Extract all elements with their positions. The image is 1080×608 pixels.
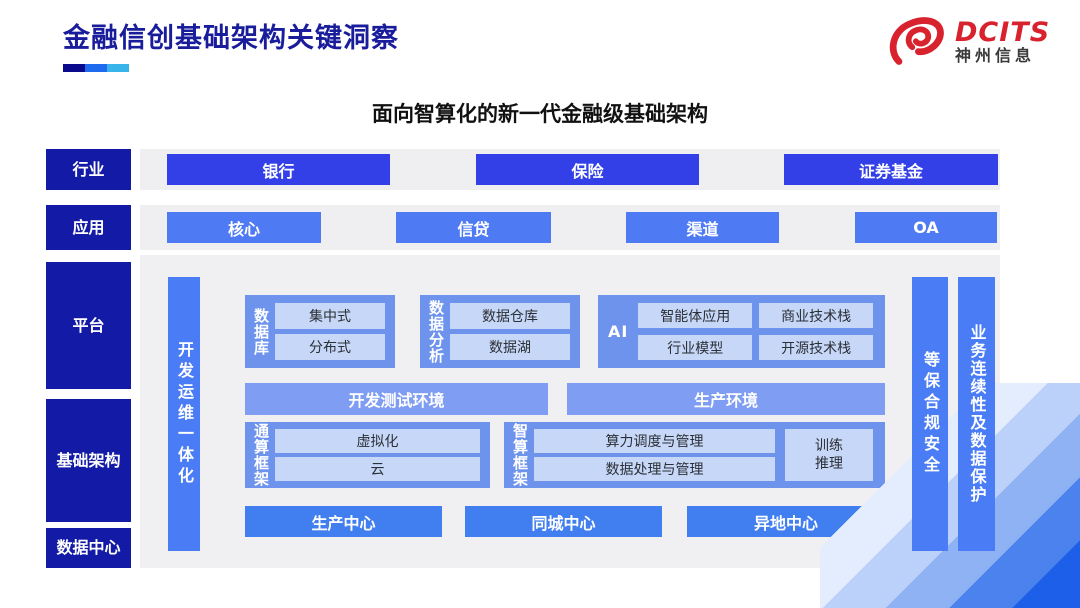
database-section: 数据库 集中式 分布式 xyxy=(245,295,395,368)
chip-warehouse: 数据仓库 xyxy=(450,303,570,330)
chip-industry-models: 行业模型 xyxy=(638,335,753,360)
chip-data-management: 数据处理与管理 xyxy=(534,456,775,481)
sidebar-item-infrastructure: 基础架构 xyxy=(46,399,131,522)
app-channel: 渠道 xyxy=(626,212,779,243)
general-computing-section: 通算框架 虚拟化 云 xyxy=(245,422,490,488)
underline-segment xyxy=(107,64,129,72)
title-underline xyxy=(63,64,129,72)
training-line: 训练 xyxy=(815,437,843,454)
industry-securities: 证券基金 xyxy=(784,154,998,185)
app-oa: OA xyxy=(855,212,997,243)
logo-brand: DCITS xyxy=(955,17,1051,49)
sidebar-item-application: 应用 xyxy=(46,205,131,250)
analytics-section: 数据分析 数据仓库 数据湖 xyxy=(420,295,580,368)
app-core: 核心 xyxy=(167,212,321,243)
remote-center: 异地中心 xyxy=(687,506,885,537)
chip-distributed: 分布式 xyxy=(275,333,385,360)
sidebar-item-industry: 行业 xyxy=(46,149,131,190)
business-continuity-bar: 业务连续性及数据保护 xyxy=(958,277,995,551)
samecity-center: 同城中心 xyxy=(465,506,662,537)
industry-bank: 银行 xyxy=(167,154,390,185)
production-environment: 生产环境 xyxy=(567,383,885,415)
underline-segment xyxy=(85,64,107,72)
production-center: 生产中心 xyxy=(245,506,442,537)
logo-text: DCITS 神州信息 xyxy=(955,19,1050,64)
dcits-logo: DCITS 神州信息 xyxy=(888,16,1050,68)
analytics-items: 数据仓库 数据湖 xyxy=(446,295,580,368)
inference-line: 推理 xyxy=(815,456,843,472)
chip-compute-scheduling: 算力调度与管理 xyxy=(534,429,775,454)
chip-centralized: 集中式 xyxy=(275,303,385,330)
chip-opensource-stack: 开源技术栈 xyxy=(759,335,873,360)
industry-insurance: 保险 xyxy=(476,154,699,185)
chip-commercial-stack: 商业技术栈 xyxy=(759,303,873,328)
database-items: 集中式 分布式 xyxy=(271,295,395,368)
ai-section: AI 智能体应用 商业技术栈 行业模型 开源技术栈 xyxy=(598,295,885,368)
chip-virtualization: 虚拟化 xyxy=(275,429,480,454)
platform-panel: 开发运维一体化 数据库 集中式 分布式 数据分析 数据仓库 数据湖 AI 智能体… xyxy=(140,255,1000,568)
devops-bar: 开发运维一体化 xyxy=(168,277,200,551)
logo-company: 神州信息 xyxy=(955,45,1036,65)
dev-test-environment: 开发测试环境 xyxy=(245,383,548,415)
ai-items: 智能体应用 商业技术栈 行业模型 开源技术栈 xyxy=(638,303,873,360)
security-compliance-bar: 等保合规安全 xyxy=(912,277,948,551)
intelligent-computing-section: 智算框架 算力调度与管理 数据处理与管理 训练 推理 xyxy=(504,422,885,488)
chip-agent-apps: 智能体应用 xyxy=(638,303,753,328)
intelligent-computing-items: 算力调度与管理 数据处理与管理 xyxy=(530,422,785,488)
general-computing-label: 通算框架 xyxy=(252,423,270,487)
logo-swirl-icon xyxy=(889,17,944,65)
intelligent-computing-label: 智算框架 xyxy=(511,423,529,487)
page-title: 金融信创基础架构关键洞察 xyxy=(63,23,399,54)
underline-segment xyxy=(63,64,85,72)
ai-label: AI xyxy=(608,321,629,341)
sidebar-item-platform: 平台 xyxy=(46,262,131,389)
application-row: 核心 信贷 渠道 OA xyxy=(140,205,1000,250)
general-computing-items: 虚拟化 云 xyxy=(271,422,490,488)
chip-training-inference: 训练 推理 xyxy=(785,429,873,481)
sidebar-item-datacenter: 数据中心 xyxy=(46,528,131,568)
app-credit: 信贷 xyxy=(396,212,551,243)
analytics-label: 数据分析 xyxy=(427,299,445,364)
chip-datalake: 数据湖 xyxy=(450,333,570,360)
industry-row: 银行 保险 证券基金 xyxy=(140,149,1000,190)
chip-cloud: 云 xyxy=(275,456,480,481)
diagram-title: 面向智算化的新一代金融级基础架构 xyxy=(372,102,708,126)
database-label: 数据库 xyxy=(252,307,270,356)
